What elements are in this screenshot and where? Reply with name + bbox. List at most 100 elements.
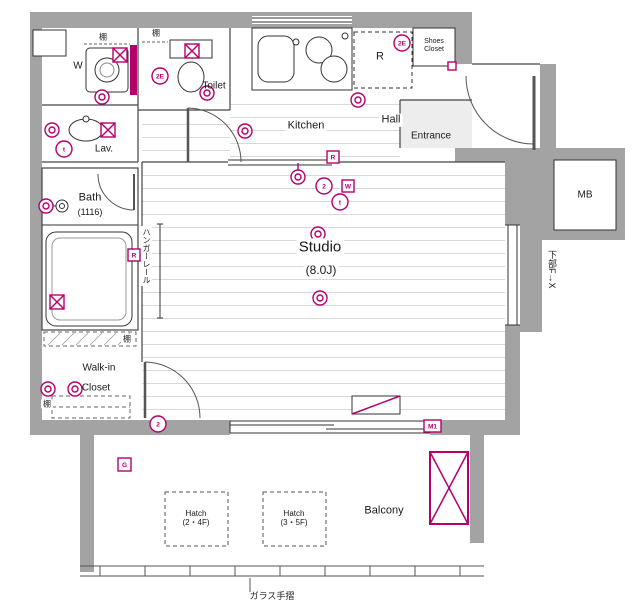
wic-shelf-bottom [51, 395, 131, 419]
wall-stub-top-right [455, 12, 472, 64]
fan-symbol-w-room [112, 47, 128, 63]
walkin-label-line2: Closet [81, 382, 111, 394]
outlet-symbol [310, 226, 326, 242]
hatch-2-4f-line1: Hatch [185, 508, 207, 518]
shoes-closet-label-line2: Closet [424, 46, 444, 53]
entrance-floor [400, 100, 472, 148]
outlet-symbol [290, 163, 306, 185]
outlet-symbol [237, 123, 253, 139]
entrance-door [465, 75, 536, 150]
symbol-label-2-studio: 2 [322, 184, 326, 191]
balcony-label: Balcony [364, 504, 404, 517]
wall-pillar-below-mb [520, 240, 542, 332]
refrigerator-space [353, 31, 413, 89]
tag-r-bath-wall [127, 248, 141, 262]
shoes-closet-label-line1: Shoes [424, 37, 444, 45]
counter-box-diagonal [351, 395, 401, 415]
outlet-symbol [94, 89, 110, 105]
walkin-label-line1: Walk-in [82, 362, 116, 374]
bath-size-label: (1116) [77, 206, 103, 217]
lower-fix-window-label: 下部F→X [546, 248, 559, 291]
symbol-label-r-bath-wall: R [132, 253, 137, 260]
shelf-label-w: 棚 [99, 32, 107, 42]
balcony-partition-board [429, 451, 469, 525]
fix-window-right [505, 225, 520, 325]
symbol-label-2e-entrance: 2E [398, 41, 407, 48]
symbol-label-m1: M1 [428, 424, 437, 431]
symbol-label-g: G [122, 462, 127, 469]
circle-2e-toilet [151, 67, 169, 85]
wall-left [30, 12, 42, 435]
shoes-closet-box [412, 27, 456, 67]
wall-top [30, 12, 472, 28]
w-room-label: W [73, 60, 83, 72]
tag-g-balcony [117, 457, 132, 472]
kitchen-sink [257, 35, 295, 83]
wall-balcony-left [80, 435, 94, 572]
room-slider [228, 158, 332, 167]
symbol-label-t-studio: t [339, 200, 342, 207]
toilet-label: Toilet [202, 80, 226, 92]
stove-burner-1 [305, 36, 333, 64]
symbol-label-2-bottom: 2 [156, 422, 160, 429]
shelf-label-wic-top: 棚 [121, 334, 133, 344]
studio-label: Studio [296, 238, 344, 256]
hall-label: Hall [379, 113, 403, 127]
hatch-2-4f-label: Hatch (2・4F) [182, 509, 209, 527]
mb-label: MB [577, 189, 593, 201]
circle-t-studio [331, 193, 349, 211]
tag-w-studio [341, 179, 355, 193]
glass-rail-label: ガラス手摺 [249, 590, 295, 601]
fixtures [32, 27, 617, 547]
symbols: 2E 2E t 2 2 t R R W M1 G [38, 34, 469, 525]
wic-shelf-top-hatch [47, 332, 131, 346]
doors [97, 75, 536, 419]
hatch-3-5f-line2: (3・5F) [280, 518, 308, 527]
kitchen-label: Kitchen [285, 119, 327, 133]
tag-r-studio [326, 150, 340, 164]
partition-lines [41, 28, 540, 362]
corridor-flooring [142, 112, 230, 162]
walkin-closet-door [143, 361, 201, 419]
shelf-label-wic-bottom: 棚 [41, 399, 53, 409]
circle-2e-entrance [393, 34, 411, 52]
hatch-2-4f-line2: (2・4F) [182, 518, 210, 527]
hatch-2-4f-box [164, 491, 229, 547]
hanger-rail-line [157, 223, 163, 319]
hatch-3-5f-box [262, 491, 327, 547]
fan-symbol-lav [100, 122, 116, 138]
circle-t-lav [55, 140, 73, 158]
bath-door [97, 173, 135, 211]
stove-burner-2 [320, 55, 348, 83]
hanger-rail-label: ハンガーレール [141, 226, 152, 286]
outlet-symbol [44, 122, 60, 138]
symbol-label-w-studio: W [345, 184, 352, 191]
kitchen-window [252, 16, 352, 24]
symbol-label-r-studio: R [331, 155, 336, 162]
lav-label: Lav. [94, 143, 114, 155]
glass-rail [80, 565, 484, 592]
entrance-label: Entrance [410, 130, 452, 142]
outlet-symbol [350, 92, 366, 108]
fan-symbol-toilet [184, 43, 200, 59]
wall-balcony-right [470, 435, 484, 543]
wall-right-lower [505, 325, 520, 435]
hatch-3-5f-label: Hatch (3・5F) [280, 509, 307, 527]
small-square-entrance [447, 61, 457, 71]
windows [228, 16, 520, 434]
wall-alcove-right [540, 64, 556, 148]
wall-entrance-bottom [455, 148, 520, 162]
lav-sink [68, 115, 104, 142]
wall-bottom-right [430, 420, 520, 435]
outlet-symbol [38, 198, 54, 214]
shelf-label-toilet: 棚 [152, 28, 160, 38]
outlet-symbol [67, 381, 83, 397]
outlet-symbol [40, 381, 56, 397]
bathtub [42, 224, 138, 327]
mb-box [553, 159, 617, 231]
refrigerator-label: R [376, 50, 384, 63]
bath-label: Bath [78, 191, 102, 204]
studio-door [186, 107, 242, 163]
studio-size-label: (8.0J) [303, 263, 339, 278]
